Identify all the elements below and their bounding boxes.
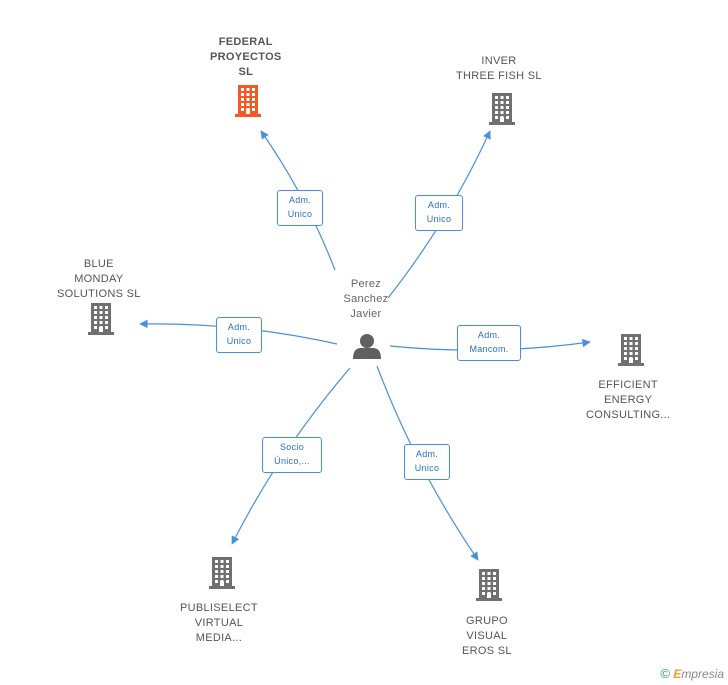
edge-label-line: Adm. — [288, 195, 312, 205]
edge-label-line: Unico — [426, 214, 452, 224]
company-name-blue-line: BLUE — [83, 258, 114, 270]
company-name-inver[interactable]: INVER THREE FISH SL — [456, 54, 542, 84]
edge-label-line: Unico — [287, 209, 313, 219]
company-name-publiselect-line: VIRTUAL — [194, 617, 244, 629]
building-icon — [88, 303, 114, 335]
company-name-publiselect-line: MEDIA... — [195, 632, 243, 644]
edge-label-line: Socio — [279, 442, 304, 452]
edge-label-line: Unico — [414, 463, 440, 473]
edge-label-line: Único,... — [274, 456, 310, 466]
edge-label-line: Adm. — [477, 330, 501, 340]
edge-label-line: Adm. — [427, 200, 451, 210]
company-name-efficient-line: EFFICIENT — [598, 379, 658, 391]
company-name-efficient[interactable]: EFFICIENT ENERGY CONSULTING... — [586, 378, 670, 423]
company-name-blue-line: MONDAY — [74, 273, 124, 285]
person-name-line: Perez — [350, 278, 382, 290]
company-name-publiselect-line: PUBLISELECT — [180, 602, 258, 614]
company-name-federal-line: SL — [238, 66, 254, 78]
company-name-blue[interactable]: BLUE MONDAY SOLUTIONS SL — [57, 257, 141, 302]
building-icon — [235, 85, 261, 117]
person-name-line: Javier — [350, 308, 382, 320]
company-name-grupo-line: VISUAL — [466, 630, 508, 642]
edge-label-federal: Adm. Unico — [277, 190, 323, 226]
edge-label-line: Adm. — [415, 449, 439, 459]
person-name-line: Sanchez — [343, 293, 389, 305]
company-name-publiselect[interactable]: PUBLISELECT VIRTUAL MEDIA... — [180, 601, 258, 646]
company-name-grupo-line: GRUPO — [465, 615, 508, 627]
edge-label-line: Unico — [226, 336, 252, 346]
company-name-inver-line: THREE FISH SL — [456, 70, 542, 82]
building-icon — [618, 334, 644, 366]
person-icon — [353, 334, 381, 359]
edge-label-blue: Adm. Unico — [216, 317, 262, 353]
company-name-federal-line: FEDERAL — [218, 36, 273, 48]
brand-name: mpresia — [681, 667, 724, 681]
brand-initial: E — [673, 667, 682, 681]
building-icon — [476, 569, 502, 601]
company-name-blue-line: SOLUTIONS SL — [57, 288, 141, 300]
edge-label-inver: Adm. Unico — [415, 195, 463, 231]
company-name-efficient-line: CONSULTING... — [586, 409, 671, 421]
company-name-inver-line: INVER — [481, 55, 517, 67]
building-icon — [489, 93, 515, 125]
company-name-grupo-line: EROS SL — [462, 645, 512, 657]
building-icon — [209, 557, 235, 589]
edge-label-efficient: Adm. Mancom. — [457, 325, 521, 361]
copyright-symbol: © — [660, 666, 670, 681]
brand-logo: © Empresia — [660, 666, 724, 681]
company-name-efficient-line: ENERGY — [604, 394, 653, 406]
company-name-federal[interactable]: FEDERAL PROYECTOS SL — [210, 35, 282, 80]
edge-label-grupo: Adm. Unico — [404, 444, 450, 480]
company-name-federal-line: PROYECTOS — [210, 51, 282, 63]
edge-label-line: Mancom. — [469, 344, 509, 354]
edge-label-line: Adm. — [227, 322, 251, 332]
company-name-grupo[interactable]: GRUPO VISUAL EROS SL — [462, 614, 512, 659]
